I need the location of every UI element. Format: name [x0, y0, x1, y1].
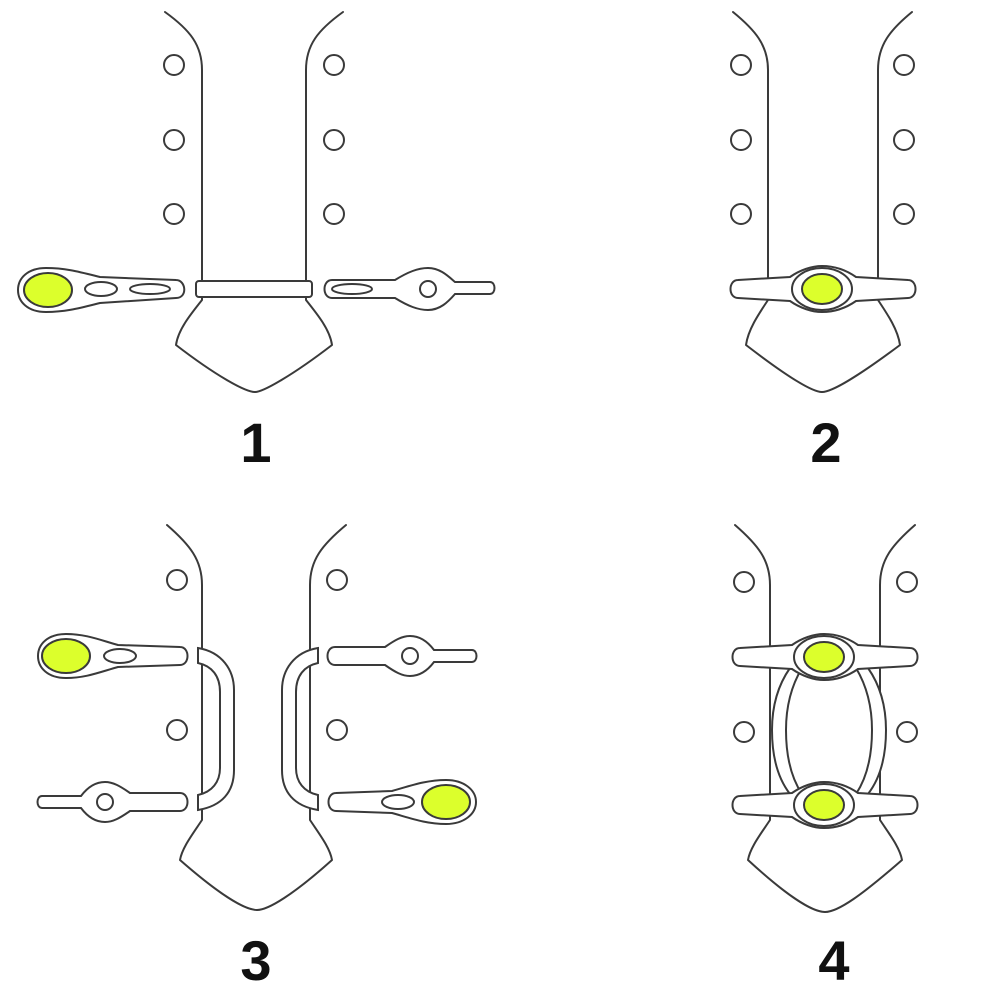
- lace-side-loop: [770, 667, 804, 795]
- lace-side-loop: [197, 646, 235, 812]
- reflective-tip: [421, 784, 471, 820]
- eyelet: [730, 203, 752, 225]
- step-2-panel: 2: [729, 11, 917, 474]
- step-1-panel: 1: [16, 11, 496, 474]
- eyelet: [323, 54, 345, 76]
- eyelet: [163, 54, 185, 76]
- lace-slot: [129, 283, 171, 295]
- eyelet: [733, 571, 755, 593]
- eyelet: [163, 203, 185, 225]
- lace-round-hole: [96, 793, 114, 811]
- shoe-right-flap: [824, 524, 916, 913]
- lace-slot: [103, 648, 137, 664]
- reflective-tip: [803, 789, 845, 821]
- eyelet: [896, 721, 918, 743]
- step-number: 3: [240, 929, 271, 992]
- eyelet: [326, 569, 348, 591]
- lace-slot: [331, 283, 373, 295]
- shoe-right-flap: [821, 11, 913, 393]
- eyelet: [326, 719, 348, 741]
- step-3-panel: 3: [36, 524, 478, 992]
- eyelet: [893, 129, 915, 151]
- shoe-left-flap: [166, 524, 258, 911]
- shoe-right-flap: [256, 524, 347, 911]
- lace-right-piece: [323, 266, 496, 312]
- eyelet: [323, 203, 345, 225]
- eyelet: [730, 54, 752, 76]
- reflective-tip: [41, 638, 91, 674]
- lace-slot: [84, 281, 118, 297]
- eyelet: [730, 129, 752, 151]
- shoe-left-flap: [734, 524, 826, 913]
- eyelet: [323, 129, 345, 151]
- lace-round-hole: [401, 647, 419, 665]
- reflective-tip: [801, 273, 843, 305]
- eyelet: [893, 54, 915, 76]
- lace-side-loop: [854, 667, 888, 795]
- step-number: 1: [240, 411, 271, 474]
- eyelet: [166, 719, 188, 741]
- shoe-right-flap: [254, 11, 344, 393]
- lace-round-hole: [419, 280, 437, 298]
- lace-side-loop: [281, 646, 319, 812]
- lace-bridge: [195, 280, 313, 298]
- eyelet: [166, 569, 188, 591]
- eyelet: [163, 129, 185, 151]
- eyelet: [893, 203, 915, 225]
- step-4-panel: 4: [731, 524, 919, 992]
- step-number: 4: [818, 929, 849, 992]
- reflective-tip: [23, 272, 73, 308]
- shoe-left-flap: [164, 11, 256, 393]
- lace-slot: [381, 794, 415, 810]
- shoe-left-flap: [732, 11, 823, 393]
- eyelet: [733, 721, 755, 743]
- eyelet: [896, 571, 918, 593]
- step-number: 2: [810, 411, 841, 474]
- reflective-tip: [803, 641, 845, 673]
